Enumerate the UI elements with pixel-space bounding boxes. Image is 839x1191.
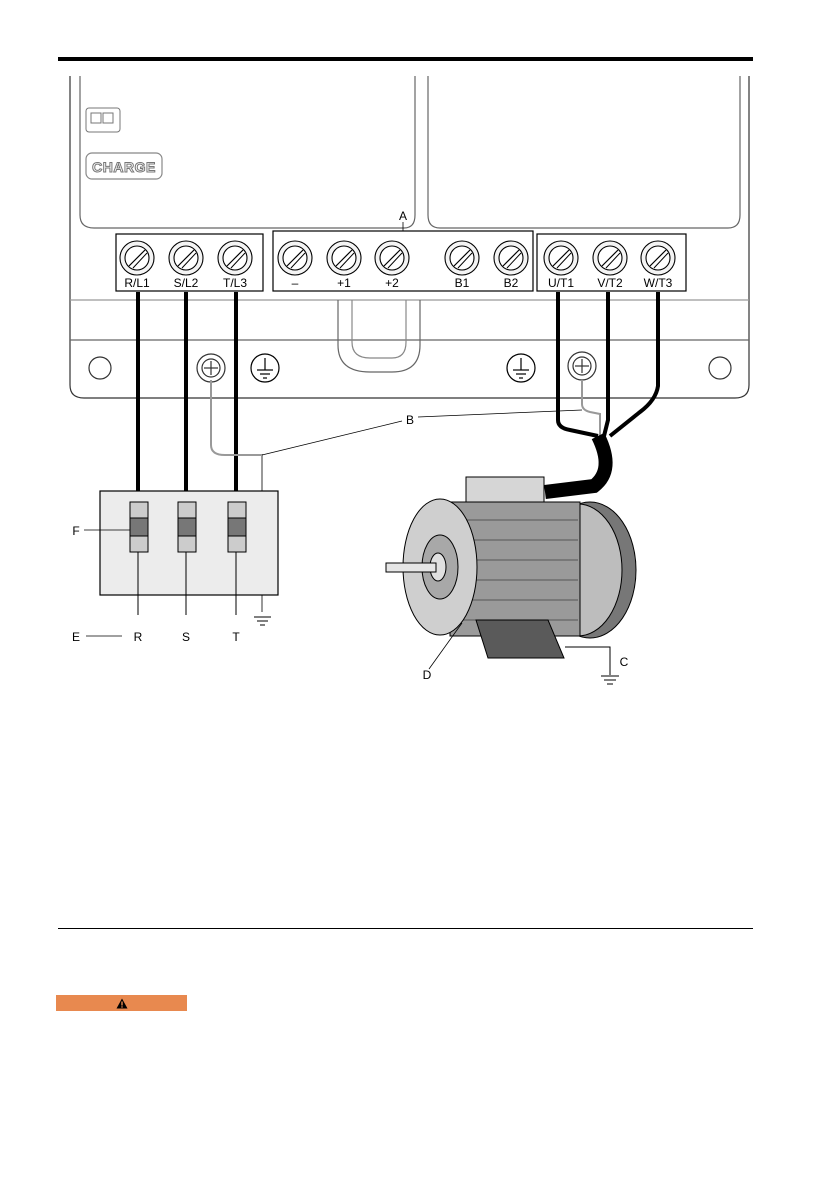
charge-indicator: CHARGE [86,153,162,179]
terminal-label: +2 [385,276,399,290]
callout-e: E [72,630,80,644]
charge-label: CHARGE [92,159,156,175]
terminal-output-1: V/T2 [593,241,627,290]
motor-cable [545,436,606,492]
input-wires [138,292,236,502]
motor [386,477,636,658]
supply-phase-label: R [134,630,143,644]
terminal-input-2: T/L3 [218,241,252,290]
terminal-output-0: U/T1 [544,241,578,290]
terminal-output-2: W/T3 [641,241,675,290]
supply-phase-label: T [232,630,240,644]
callout-c: C [620,655,629,669]
output-ground-wire [582,380,600,438]
terminal-label: +1 [337,276,351,290]
terminal-label: B1 [455,276,470,290]
section-rule [58,928,753,929]
terminal-label: U/T1 [548,276,574,290]
warning-bar [56,995,187,1011]
supply-phase-label: S [182,630,190,644]
terminal-label: W/T3 [644,276,673,290]
terminal-input-1: S/L2 [169,241,203,290]
supply-ground-icon [254,617,271,625]
callout-f: F [72,524,79,538]
terminal-label: B2 [504,276,519,290]
callout-d: D [423,668,432,682]
terminal-label: – [292,276,299,290]
supply-phases: R S T [134,630,241,644]
terminal-label: T/L3 [223,276,247,290]
motor-ground-wire [565,647,610,675]
warning-triangle-icon [116,998,128,1009]
lock-icon [86,108,120,132]
callout-b: B [406,413,414,427]
callout-a: A [399,209,407,223]
terminal-input-0: R/L1 [120,241,154,290]
terminal-blocks: R/L1 S/L2 T/L3 – +1 +2 B1 B2 U/T1 V/T2 W/T3 [116,231,686,291]
fuse-box [100,491,278,615]
terminal-label: S/L2 [174,276,199,290]
terminal-label: V/T2 [597,276,623,290]
motor-ground-icon [601,676,619,684]
terminal-label: R/L1 [124,276,150,290]
